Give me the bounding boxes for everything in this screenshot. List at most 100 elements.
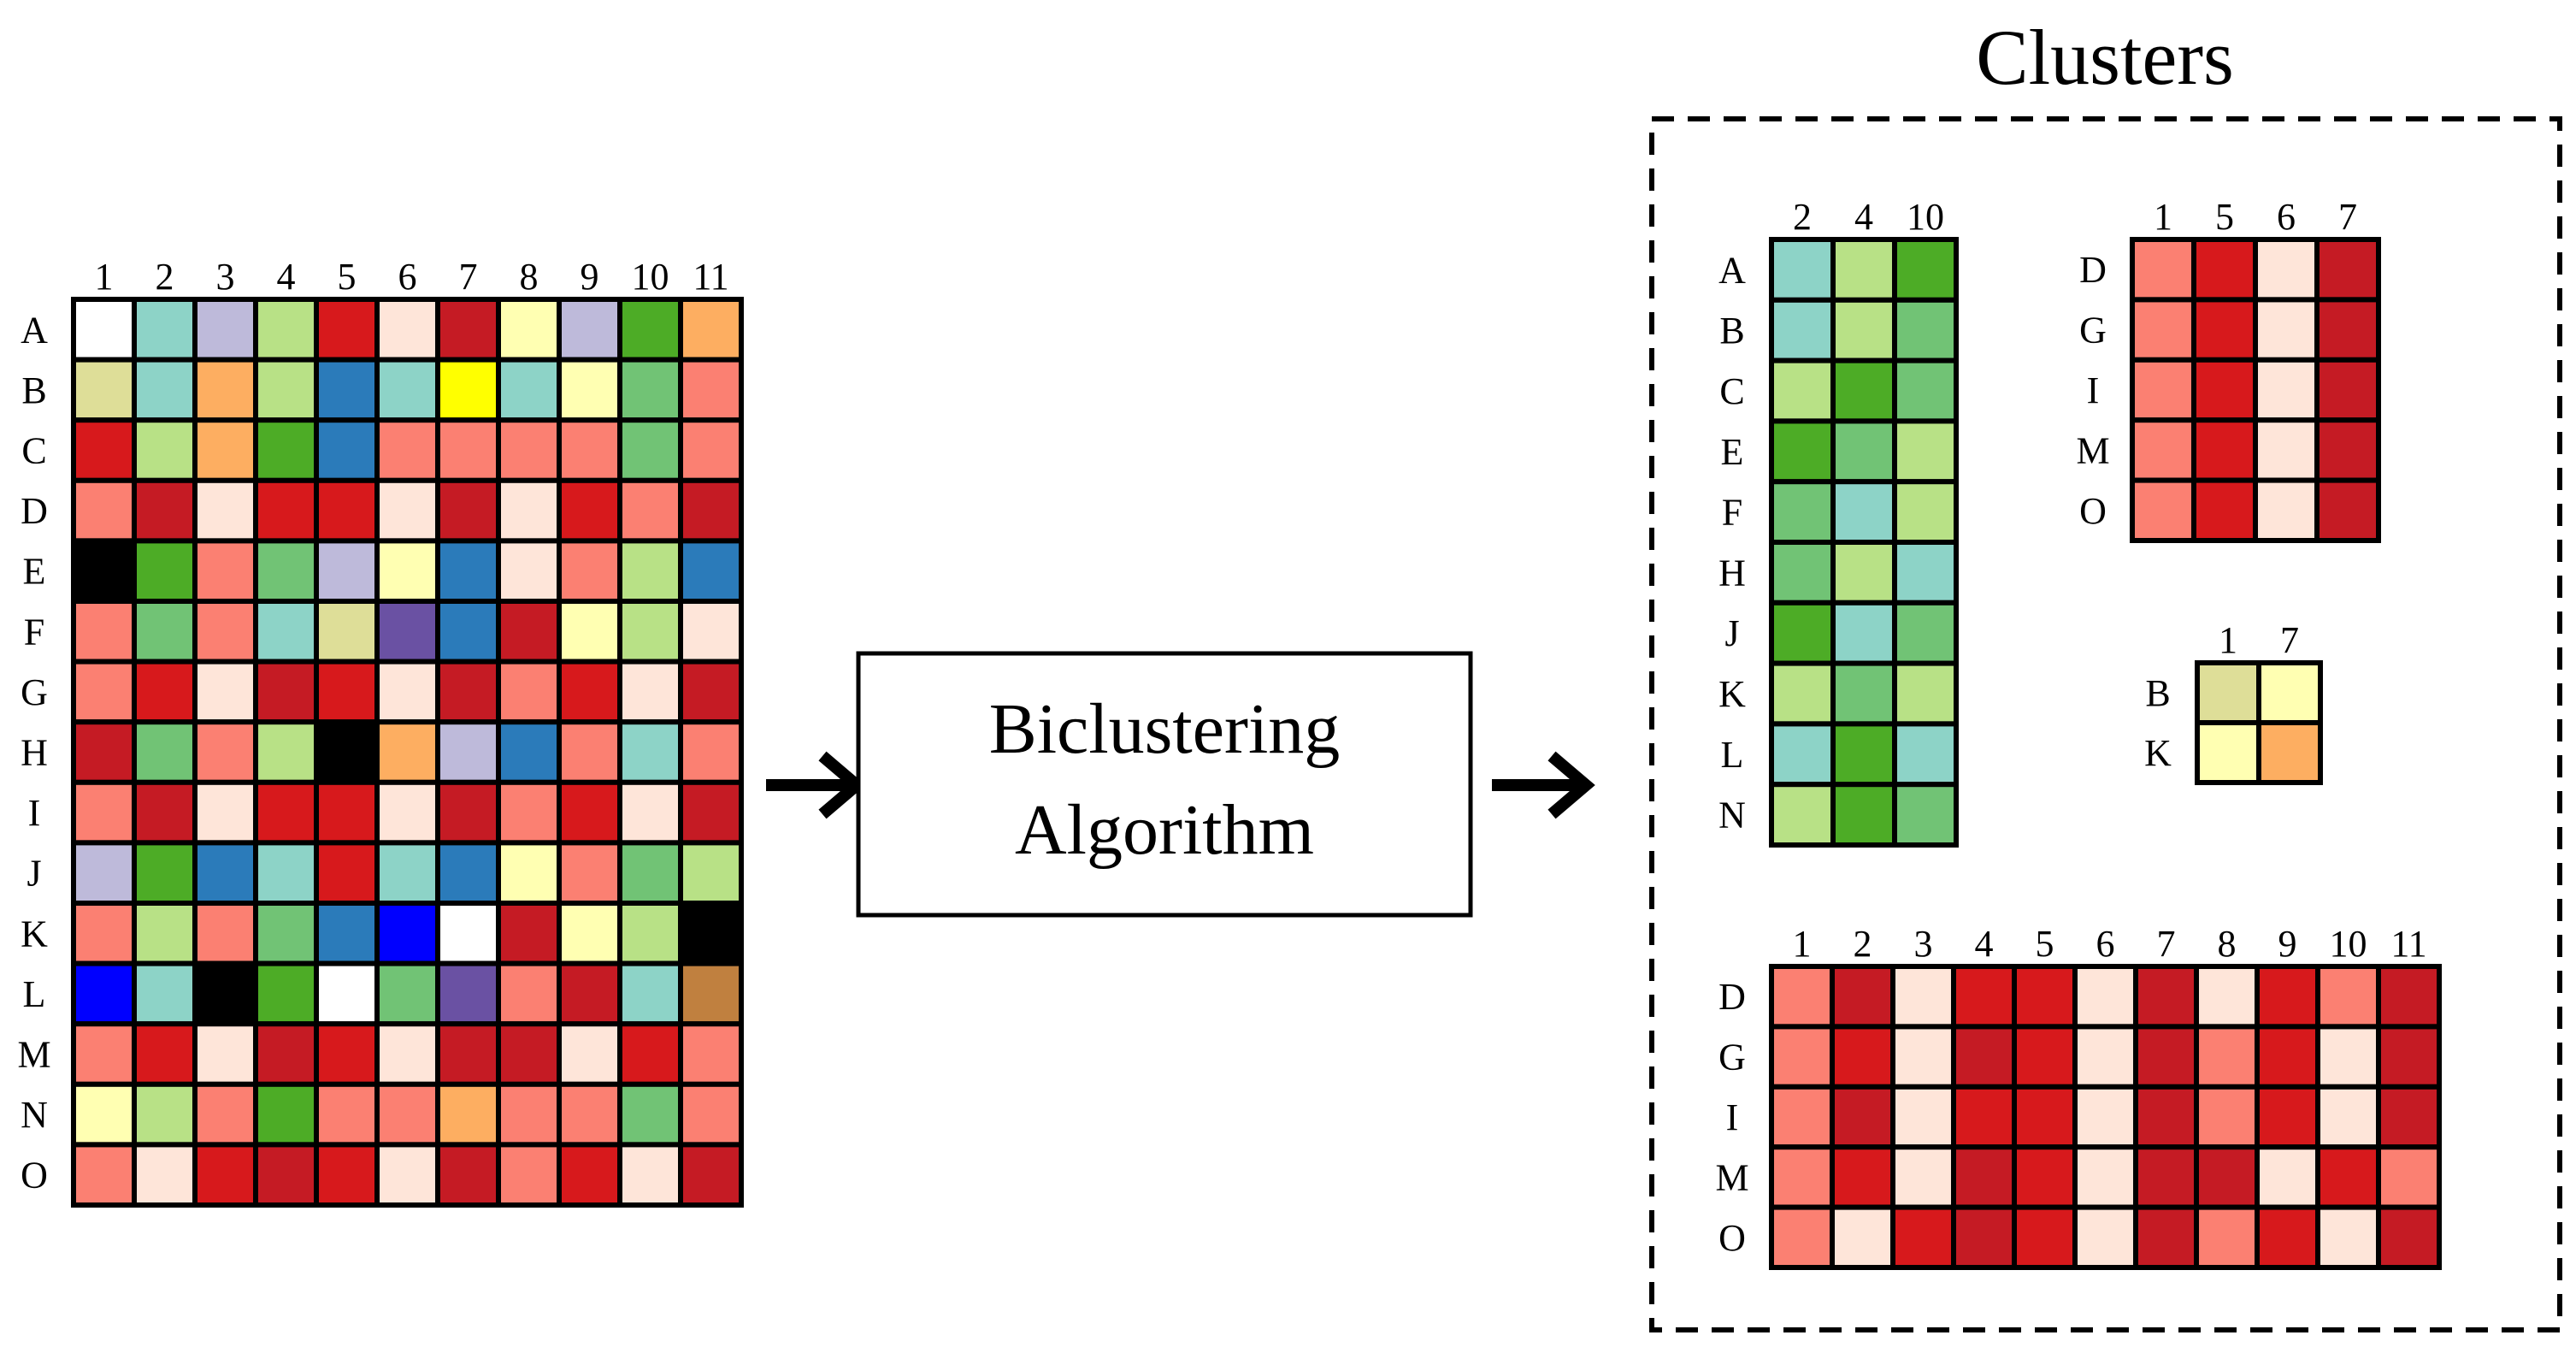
- matrix-cell: [71, 1021, 137, 1087]
- row-label: I: [28, 792, 41, 834]
- matrix-cell: [192, 659, 258, 725]
- row-label: N: [21, 1094, 48, 1136]
- row-label: H: [21, 732, 48, 774]
- matrix-cell: [496, 840, 562, 907]
- matrix-cell: [132, 960, 197, 1027]
- matrix-cell: [2130, 417, 2196, 483]
- matrix-cell: [374, 599, 440, 665]
- matrix-cell: [314, 417, 380, 483]
- matrix-cell: [2191, 477, 2258, 543]
- arrow-to-algorithm: [766, 751, 866, 819]
- column-label: 6: [2277, 196, 2296, 238]
- matrix-cell: [435, 599, 501, 665]
- matrix-cell: [557, 659, 622, 725]
- matrix-cell: [374, 1021, 440, 1087]
- matrix-cell: [435, 719, 501, 785]
- matrix-cell: [2191, 297, 2258, 363]
- matrix-cell: [678, 1142, 744, 1208]
- matrix-cell: [2255, 1084, 2320, 1150]
- matrix-cell: [132, 719, 197, 785]
- matrix-cell: [1769, 1204, 1835, 1270]
- matrix-cell: [2253, 237, 2320, 303]
- matrix-cell: [1769, 1024, 1835, 1090]
- matrix-cell: [2012, 1144, 2078, 1210]
- matrix-cell: [1769, 237, 1836, 303]
- matrix-cell: [2314, 297, 2381, 363]
- row-label: I: [1726, 1096, 1739, 1138]
- matrix-cell: [132, 477, 197, 544]
- matrix-cell: [253, 840, 319, 907]
- matrix-cell: [2012, 964, 2078, 1030]
- matrix-cell: [496, 297, 562, 363]
- matrix-cell: [2194, 1204, 2260, 1270]
- matrix-cell: [435, 538, 501, 605]
- matrix-cell: [557, 719, 622, 785]
- matrix-cell: [253, 357, 319, 423]
- matrix-cell: [253, 1081, 319, 1148]
- matrix-cell: [192, 297, 258, 363]
- matrix-cell: [678, 659, 744, 725]
- matrix-cell: [557, 779, 622, 846]
- matrix-cell: [192, 477, 258, 544]
- row-label: K: [21, 913, 48, 954]
- matrix-cell: [132, 417, 197, 483]
- row-label: K: [1718, 673, 1746, 715]
- row-label: E: [23, 551, 46, 593]
- matrix-cell: [678, 1081, 744, 1148]
- matrix-cell: [617, 659, 683, 725]
- matrix-cell: [678, 357, 744, 423]
- matrix-cell: [253, 297, 319, 363]
- matrix-cell: [1890, 964, 1956, 1030]
- matrix-cell: [192, 719, 258, 785]
- matrix-cell: [1830, 1144, 1895, 1210]
- matrix-cell: [1830, 782, 1897, 848]
- row-label: B: [2145, 672, 2170, 714]
- matrix-cell: [192, 538, 258, 605]
- column-label: 8: [2218, 923, 2237, 965]
- matrix-cell: [557, 840, 622, 907]
- row-label: C: [21, 430, 46, 472]
- matrix-cell: [314, 599, 380, 665]
- column-label: 7: [2280, 619, 2299, 661]
- matrix-cell: [435, 779, 501, 846]
- column-label: 6: [2096, 923, 2115, 965]
- matrix-cell: [2195, 720, 2261, 785]
- matrix-cell: [1951, 1084, 2017, 1150]
- row-label: M: [2076, 429, 2109, 471]
- matrix-cell: [617, 1142, 683, 1208]
- matrix-cell: [1769, 357, 1836, 424]
- matrix-cell: [314, 659, 380, 725]
- algorithm-box: Biclustering Algorithm: [856, 651, 1473, 918]
- matrix-cell: [557, 297, 622, 363]
- row-label: G: [21, 671, 48, 713]
- matrix-cell: [557, 417, 622, 483]
- matrix-cell: [1892, 721, 1959, 788]
- matrix-cell: [71, 477, 137, 544]
- matrix-cell: [192, 779, 258, 846]
- matrix-cell: [132, 1142, 197, 1208]
- matrix-cell: [2253, 357, 2320, 423]
- matrix-cell: [2133, 1024, 2199, 1090]
- matrix-cell: [314, 357, 380, 423]
- matrix-frame: [1769, 237, 1959, 848]
- matrix-cell: [314, 477, 380, 544]
- row-label: L: [23, 973, 46, 1015]
- matrix-cell: [617, 901, 683, 966]
- column-label: 3: [216, 256, 235, 298]
- matrix-cell: [2253, 417, 2320, 483]
- matrix-cell: [71, 417, 137, 483]
- row-label: A: [1718, 249, 1746, 291]
- matrix-cell: [678, 901, 744, 966]
- matrix-cell: [192, 960, 258, 1027]
- matrix-cell: [2133, 1204, 2199, 1270]
- clusters-title: Clusters: [1976, 14, 2234, 101]
- matrix-cell: [2130, 357, 2196, 423]
- matrix-cell: [192, 1142, 258, 1208]
- matrix-frame: [71, 297, 744, 1208]
- matrix-cell: [374, 960, 440, 1027]
- matrix-cell: [253, 1142, 319, 1208]
- matrix-cell: [1892, 418, 1959, 485]
- matrix-cell: [71, 1142, 137, 1208]
